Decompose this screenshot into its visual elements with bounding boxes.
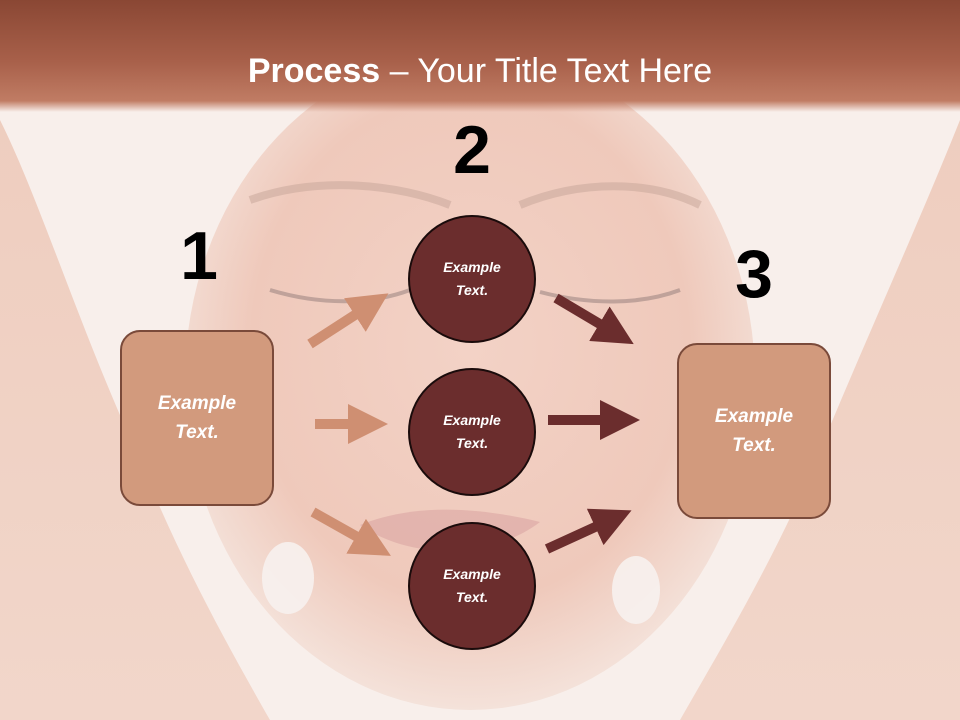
arrow-box1-to-circle-bottom: [310, 507, 391, 556]
title-banner: [0, 0, 960, 112]
title-bold: Process: [247, 52, 381, 90]
process-circle-bottom-label: Example Text.: [443, 566, 501, 605]
arrow-box1-to-circle-top: [307, 293, 389, 349]
slide-title: Process – Your Title Text Here: [0, 52, 960, 91]
process-circle-top: Example Text.: [408, 215, 536, 343]
process-circle-middle-label: Example Text.: [443, 412, 501, 451]
step-number-1: 1: [180, 218, 218, 294]
step-box-3: Example Text.: [677, 343, 831, 519]
process-circle-bottom: Example Text.: [408, 522, 536, 650]
title-rest: – Your Title Text Here: [380, 52, 713, 90]
step-box-1-label: Example Text.: [157, 393, 237, 443]
arrow-circle-top-to-box3: [553, 293, 634, 345]
step-number-2: 2: [453, 112, 491, 188]
step-number-3: 3: [735, 236, 773, 312]
process-circle-middle: Example Text.: [408, 368, 536, 496]
step-box-3-label: Example Text.: [714, 406, 794, 456]
arrow-circle-bottom-to-box3: [544, 508, 632, 554]
step-box-1: Example Text.: [120, 330, 274, 506]
process-circle-top-label: Example Text.: [443, 259, 501, 298]
